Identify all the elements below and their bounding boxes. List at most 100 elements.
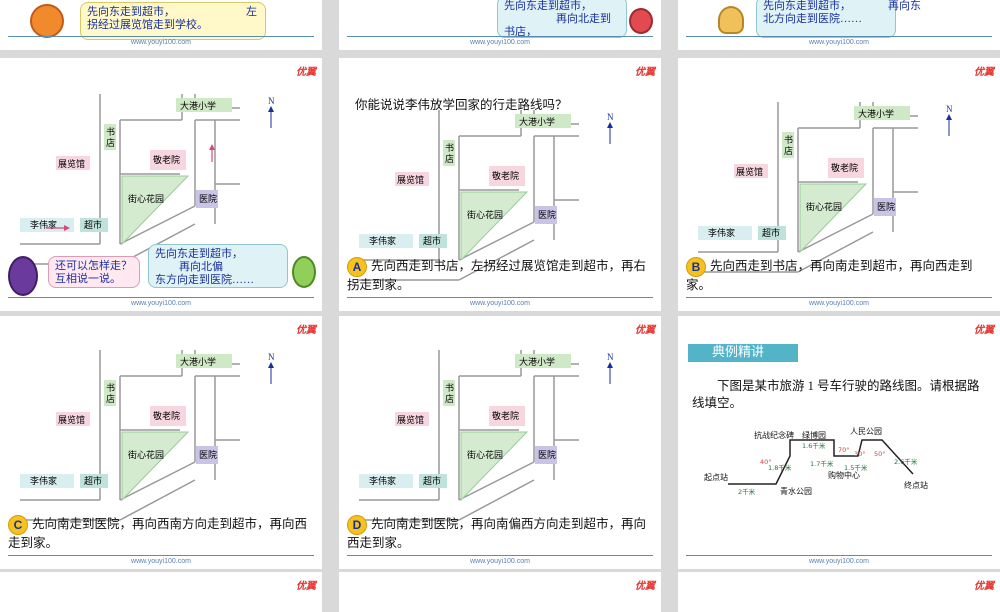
svg-text:李伟家: 李伟家 [369,235,396,247]
svg-text:N: N [946,104,953,114]
slide-intro[interactable]: 优翼 大港小学 书 店 展览馆 敬老院 街心花园 医院 李伟家 超市 N [0,58,322,311]
route-map: 大港小学 书 店 展览馆 敬老院 街心花园 医院 李伟家 超市 N [359,350,614,521]
brand-logo: 优翼 [296,581,316,592]
apple-mascot-icon [629,8,653,34]
svg-text:街心花园: 街心花园 [806,201,842,213]
svg-text:店: 店 [784,145,793,157]
brand-logo: 优翼 [635,581,655,592]
svg-text:李伟家: 李伟家 [708,227,735,239]
route-map: 大港小学 书 店 展览馆 敬老院 街心花园 医院 李伟家 超市 N [20,350,275,521]
svg-text:展览馆: 展览馆 [58,158,85,170]
route-map: 大港小学 书 店 展览馆 敬老院 街心花园 医院 李伟家 超市 N [359,110,614,281]
svg-text:医院: 医院 [538,209,556,221]
svg-text:店: 店 [106,393,115,405]
svg-text:抗战纪念碑: 抗战纪念碑 [754,430,794,440]
svg-text:N: N [268,96,275,106]
svg-text:医院: 医院 [877,201,895,213]
slide-option-a[interactable]: 优翼 你能说说李伟放学回家的行走路线吗？ 大港小学 书 店 展览馆 敬老院 街心… [339,58,661,311]
footer-url: www.youyi100.com [809,558,869,565]
svg-text:大港小学: 大港小学 [858,108,894,120]
svg-text:街心花园: 街心花园 [128,449,164,461]
svg-text:书: 书 [784,135,793,146]
svg-text:70°: 70° [838,446,850,454]
map-container: 大港小学 书 店 展览馆 敬老院 街心花园 医院 李伟家 超市 N [359,350,639,530]
slide-bottom-left[interactable]: 优翼 [0,572,322,612]
brand-logo: 优翼 [296,325,316,336]
svg-text:书: 书 [106,383,115,394]
svg-text:医院: 医院 [199,193,217,205]
garden-area [799,183,868,254]
svg-text:李伟家: 李伟家 [30,475,57,487]
route-map: 大港小学 书 店 展览馆 敬老院 街心花园 医院 李伟家 超市 N [698,102,953,273]
footer-url: www.youyi100.com [470,558,530,565]
svg-text:超市: 超市 [84,219,102,231]
svg-text:医院: 医院 [199,449,217,461]
svg-text:李伟家: 李伟家 [369,475,396,487]
svg-text:1.6千米: 1.6千米 [802,441,826,450]
svg-text:敬老院: 敬老院 [153,410,180,422]
footer-url: www.youyi100.com [470,300,530,307]
svg-text:街心花园: 街心花园 [467,449,503,461]
map-container: 大港小学 书 店 展览馆 敬老院 街心花园 医院 李伟家 超市 N [698,102,978,282]
slide-top-left[interactable]: 先向东走到超市，左 拐经过展览馆走到学校。 www.youyi100.com [0,0,322,50]
answer-bubble: 先向东走到超市， 再向北偏 东方向走到医院…… [148,244,288,288]
slide-option-b[interactable]: 优翼 大港小学 书 店 展览馆 敬老院 街心花园 医院 李伟家 超市 N [678,58,1000,311]
svg-text:50°: 50° [874,450,886,458]
svg-text:大港小学: 大港小学 [180,100,216,112]
brand-logo: 优翼 [974,325,994,336]
route-diagram: 起点站 青水公园 抗战纪念碑 绿博园 购物中心 人民公园 终点站 2千米 1.8… [704,427,928,496]
brand-logo: 优翼 [974,67,994,78]
svg-text:超市: 超市 [423,475,441,487]
option-badge: C [8,515,28,535]
svg-text:店: 店 [445,393,454,405]
svg-text:医院: 医院 [538,449,556,461]
svg-text:敬老院: 敬老院 [153,154,180,166]
footer-url: www.youyi100.com [131,39,191,46]
svg-text:人民公园: 人民公园 [850,427,882,436]
svg-text:店: 店 [445,153,454,165]
slide-bottom-middle[interactable]: 优翼 [339,572,661,612]
svg-text:终点站: 终点站 [904,480,928,490]
example-text: 下图是某市旅游 1 号车行驶的路线图。请根据路线填空。 [692,379,980,410]
svg-text:超市: 超市 [84,475,102,487]
slide-example[interactable]: 优翼 典例精讲 下图是某市旅游 1 号车行驶的路线图。请根据路线填空。 起点站 … [678,316,1000,569]
question-text: 你能说说李伟放学回家的行走路线吗？ [355,98,568,112]
cucumber-mascot-icon [292,256,316,288]
option-badge: B [686,257,706,277]
svg-text:起点站: 起点站 [704,472,728,482]
slide-bottom-right[interactable]: 优翼 [678,572,1000,612]
svg-text:街心花园: 街心花园 [467,209,503,221]
map-container: 大港小学 书 店 展览馆 敬老院 街心花园 医院 李伟家 超市 N [20,350,300,530]
speech-bubble: 先向东走到超市，左 拐经过展览馆走到学校。 [80,2,266,40]
svg-text:2.6千米: 2.6千米 [894,457,918,466]
svg-text:绿博园: 绿博园 [802,430,826,440]
mushroom-mascot-icon [718,6,744,34]
section-title: 典例精讲 [688,344,798,362]
footer-url: www.youyi100.com [131,300,191,307]
svg-text:展览馆: 展览馆 [397,174,424,186]
slide-top-middle[interactable]: 先向东走到超市， 再向北走到 书店， www.youyi100.com [339,0,661,50]
footer-url: www.youyi100.com [131,558,191,565]
garden-area [121,175,190,246]
slide-option-d[interactable]: 优翼 大港小学 书 店 展览馆 敬老院 街心花园 医院 李伟家 超市 N [339,316,661,569]
svg-text:展览馆: 展览馆 [736,166,763,178]
slide-option-c[interactable]: 优翼 大港小学 书 店 展览馆 敬老院 街心花园 医院 李伟家 超市 N [0,316,322,569]
svg-text:2千米: 2千米 [738,487,756,496]
svg-text:大港小学: 大港小学 [180,356,216,368]
svg-text:大港小学: 大港小学 [519,356,555,368]
svg-text:敬老院: 敬老院 [492,410,519,422]
svg-text:书: 书 [106,127,115,138]
map-container: 大港小学 书 店 展览馆 敬老院 街心花园 医院 李伟家 超市 N [359,110,639,290]
svg-text:1.8千米: 1.8千米 [768,463,792,472]
route-arrows [46,144,215,231]
svg-text:N: N [607,352,614,362]
speech-bubble: 先向东走到超市， 再向北走到 书店， [497,0,627,38]
slide-top-right[interactable]: 先向东走到超市，再向东 北方向走到医院…… www.youyi100.com [678,0,1000,50]
brand-logo: 优翼 [974,581,994,592]
svg-text:30°: 30° [854,450,866,458]
svg-text:展览馆: 展览馆 [397,414,424,426]
